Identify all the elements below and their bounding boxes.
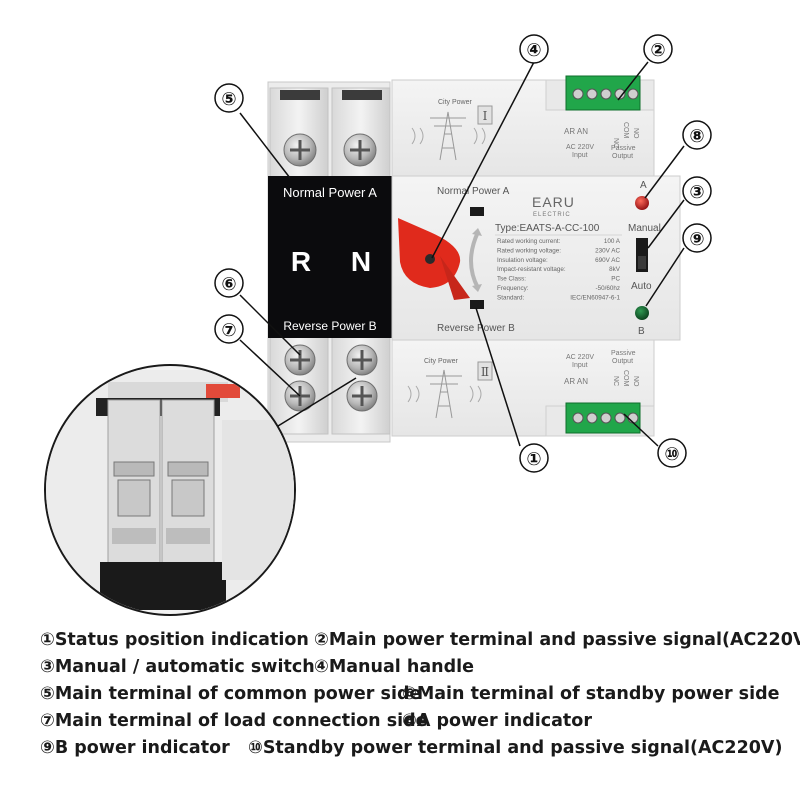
legend-item-4: ④Manual handle: [314, 657, 474, 677]
callout-5: ⑤: [214, 83, 244, 113]
main-power-terminal-green[interactable]: [565, 75, 641, 111]
legend-item-9: ⑨B power indicator: [40, 738, 230, 758]
status-window-top: [470, 207, 484, 216]
legend-item-10: ⑩Standby power terminal and passive sign…: [248, 738, 783, 758]
legend-item-8: ⑧A power indicator: [402, 711, 592, 731]
module-b-no: NO: [632, 376, 639, 387]
manual-handle[interactable]: [398, 218, 470, 300]
spec-name-5: Tse Class:: [497, 276, 526, 283]
spec-name-3: Insulation voltage:: [497, 257, 548, 264]
module-a-label: Ⅰ: [483, 109, 488, 123]
panel-reverse-power-b: Reverse Power B: [283, 319, 376, 333]
spec-value-7: IEC/EN60947-6-1: [570, 294, 620, 301]
module-a-passive-1: Passive: [611, 145, 636, 152]
module-b-city-power: City Power: [424, 358, 459, 365]
svg-text:④: ④: [526, 40, 541, 61]
brand-electric: ELECTRIC: [533, 212, 571, 218]
svg-text:②: ②: [650, 40, 665, 61]
black-label-panel: Normal Power A R N Reverse Power B: [268, 176, 392, 338]
legend-item-3: ③Manual / automatic switch: [40, 657, 315, 677]
spec-name-4: Impact-resistant voltage:: [497, 266, 566, 273]
module-b-ac-input-1: AC 220V: [566, 354, 594, 361]
spec-value-3: 690V AC: [595, 257, 620, 264]
common-side-terminals[interactable]: [283, 133, 377, 167]
indicator-a-label: A: [640, 180, 647, 191]
legend-item-5: ⑤Main terminal of common power side: [40, 684, 422, 704]
module-a-ac-input-1: AC 220V: [566, 144, 594, 151]
legend-item-2: ②Main power terminal and passive signal(…: [314, 630, 800, 650]
callout-6: ⑥: [214, 268, 244, 298]
manual-label: Manual: [628, 223, 661, 234]
legend-item-7: ⑦Main terminal of load connection side: [40, 711, 428, 731]
callout-4: ④: [519, 34, 549, 64]
spec-value-6: -50/60hz: [595, 285, 620, 292]
standby-power-terminal-green[interactable]: [565, 402, 641, 434]
front-reverse-power-b: Reverse Power B: [437, 323, 515, 334]
module-b-passive-1: Passive: [611, 350, 636, 357]
module-a-passive-2: Output: [612, 153, 633, 160]
indicator-b-led: [635, 306, 649, 320]
panel-r-letter: R: [291, 246, 311, 277]
module-a-ac-input-2: Input: [572, 152, 588, 159]
svg-text:①: ①: [526, 449, 541, 470]
type-label: Type:EAATS-A-CC-100: [495, 223, 600, 234]
auto-label: Auto: [631, 281, 652, 292]
svg-text:⑥: ⑥: [221, 274, 236, 295]
standby-side-terminals[interactable]: [284, 344, 378, 376]
callout-1: ①: [519, 443, 549, 473]
spec-value-2: 230V AC: [595, 247, 620, 254]
status-window-bottom: [470, 300, 484, 309]
module-a-city-power: City Power: [438, 99, 473, 106]
spec-table: Rated working current: 100 A Rated working…: [497, 238, 621, 301]
legend-item-1: ①Status position indication: [40, 630, 309, 650]
tower-icon-a: City Power: [411, 99, 486, 161]
callout-10: ⑩: [657, 438, 687, 468]
module-a-ar-an: AR AN: [564, 127, 588, 136]
svg-text:⑩: ⑩: [664, 444, 679, 465]
module-b-ac-input-2: Input: [572, 362, 588, 369]
indicator-b-label: B: [638, 326, 645, 337]
svg-text:⑦: ⑦: [221, 320, 236, 341]
spec-value-4: 8kV: [609, 266, 621, 273]
module-b-ar-an: AR AN: [564, 377, 588, 386]
callout-2: ②: [643, 34, 673, 64]
front-normal-power-a: Normal Power A: [437, 186, 510, 197]
panel-normal-power-a: Normal Power A: [283, 185, 377, 200]
legend-item-6: ⑥Main terminal of standby power side: [402, 684, 780, 704]
zoom-detail: [44, 364, 296, 616]
module-b-nc: NC: [612, 376, 619, 386]
brand-earu: EARU: [532, 194, 575, 210]
module-b-passive-2: Output: [612, 358, 633, 365]
load-side-terminals[interactable]: [284, 380, 378, 412]
svg-text:③: ③: [689, 182, 704, 203]
module-a-no: NO: [632, 128, 639, 139]
spec-name-2: Rated working voltage:: [497, 247, 561, 254]
callout-3: ③: [682, 176, 712, 206]
module-a-com: COM: [622, 122, 629, 139]
svg-text:⑨: ⑨: [689, 229, 704, 250]
spec-name-1: Rated working current:: [497, 238, 561, 245]
callout-7: ⑦: [214, 314, 244, 344]
callout-9: ⑨: [682, 223, 712, 253]
spec-value-1: 100 A: [604, 238, 621, 245]
leader-lines: [239, 61, 685, 447]
panel-n-letter: N: [351, 246, 371, 277]
svg-text:⑤: ⑤: [221, 89, 236, 110]
indicator-a-led: [635, 196, 649, 210]
module-a-nc: NC: [612, 138, 619, 148]
module-b-com: COM: [622, 370, 629, 387]
spec-name-7: Standard:: [497, 294, 525, 301]
spec-value-5: PC: [611, 276, 620, 283]
tower-icon-b: City Power: [407, 358, 482, 419]
module-b-label: Ⅱ: [481, 365, 489, 379]
spec-name-6: Frequency:: [497, 285, 529, 292]
svg-text:⑧: ⑧: [689, 126, 704, 147]
callout-8: ⑧: [682, 120, 712, 150]
front-panel: Normal Power A Reverse Power B EARU ELEC…: [391, 175, 681, 341]
